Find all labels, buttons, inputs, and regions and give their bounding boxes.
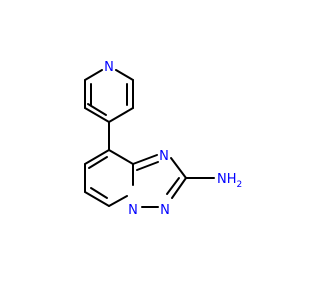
bond-c8-c7	[84, 149, 110, 165]
bond-c8a-n1	[132, 154, 158, 165]
atom-label-bridge-n: N	[128, 203, 138, 218]
triazole-ring	[132, 154, 187, 208]
bond-c6-c5	[84, 191, 110, 207]
atom-labels: N N N N NH2	[104, 60, 242, 218]
pyridine-ring	[84, 69, 134, 123]
bond-c2-n3-double	[166, 177, 180, 195]
bond-pyr-c3-c4	[108, 107, 134, 123]
bond-fused-double-1	[88, 156, 108, 169]
bond-n1-c2	[170, 157, 187, 179]
atom-label-pyridine-n: N	[104, 60, 114, 75]
atom-label-triazole-n2: N	[160, 203, 170, 218]
bond-pyr-c4-c5	[84, 107, 110, 123]
atom-label-triazole-n1: N	[159, 149, 169, 164]
bond-pyr-double-3	[87, 103, 107, 116]
bond-c8a-c8	[108, 149, 134, 165]
molecule-structure-diagram: N N N N NH2	[84, 60, 242, 218]
amino-subscript: 2	[237, 180, 243, 190]
bond-c8a-n1-double	[136, 161, 159, 171]
fused-pyridine-ring	[84, 149, 134, 207]
bond-fused-double-2	[90, 187, 108, 199]
bond-c5-n4	[108, 195, 128, 207]
bond-pyr-n-c2	[115, 69, 134, 81]
amino-nh-text: NH	[217, 172, 237, 187]
bond-c2-n3	[171, 177, 187, 199]
atom-label-amino-group: NH2	[217, 172, 242, 190]
bond-pyr-c6-n	[84, 69, 103, 81]
